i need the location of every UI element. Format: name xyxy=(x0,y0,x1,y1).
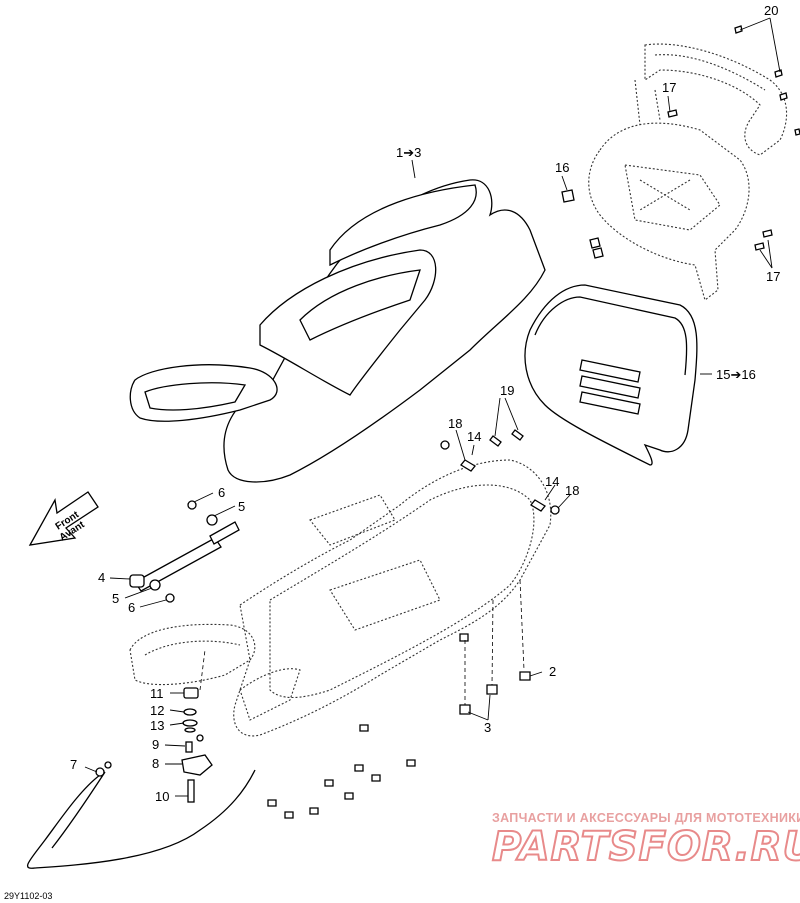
callout-5b: 5 xyxy=(112,591,119,606)
callout-5a: 5 xyxy=(238,499,245,514)
callout-7: 7 xyxy=(70,757,77,772)
backrest xyxy=(524,284,698,466)
leader-lines xyxy=(84,17,781,797)
callout-10: 10 xyxy=(155,789,169,804)
seat-base xyxy=(129,459,552,737)
fasteners xyxy=(267,25,800,819)
callout-9: 9 xyxy=(152,737,159,752)
callout-8: 8 xyxy=(152,756,159,771)
callouts: 1➔3 2 3 4 5 5 6 6 7 8 9 10 11 12 13 14 1… xyxy=(70,3,780,804)
callout-19: 19 xyxy=(500,383,514,398)
callout-13: 13 xyxy=(150,718,164,733)
callout-14a: 14 xyxy=(467,429,481,444)
callout-11: 11 xyxy=(150,686,164,701)
callout-1-3: 1➔3 xyxy=(396,145,421,160)
rear-bracket xyxy=(588,43,788,301)
callout-14b: 14 xyxy=(545,474,559,489)
callout-4: 4 xyxy=(98,570,105,585)
diagram-reference: 29Y1102-03 xyxy=(4,891,52,901)
callout-17b: 17 xyxy=(766,269,780,284)
gas-spring xyxy=(129,500,240,603)
watermark-tagline: ЗАПЧАСТИ И АКСЕССУАРЫ ДЛЯ МОТОТЕХНИКИ xyxy=(492,811,800,825)
front-direction-arrow: Front Avant xyxy=(28,491,99,546)
callout-16: 16 xyxy=(555,160,569,175)
callout-20: 20 xyxy=(764,3,778,18)
callout-6b: 6 xyxy=(128,600,135,615)
callout-15-16: 15➔16 xyxy=(716,367,756,382)
latch-hardware xyxy=(181,687,213,803)
seat-assembly xyxy=(129,179,546,483)
callout-6a: 6 xyxy=(218,485,225,500)
callout-18a: 18 xyxy=(448,416,462,431)
callout-3: 3 xyxy=(484,720,491,735)
callout-17a: 17 xyxy=(662,80,676,95)
watermark: ЗАПЧАСТИ И АКСЕССУАРЫ ДЛЯ МОТОТЕХНИКИ PA… xyxy=(491,811,800,871)
callout-12: 12 xyxy=(150,703,164,718)
backrest-vents xyxy=(579,359,641,415)
callout-2: 2 xyxy=(549,664,556,679)
release-cable xyxy=(26,761,256,869)
watermark-logo: PARTSFOR.RU xyxy=(492,824,800,870)
callout-18b: 18 xyxy=(565,483,579,498)
